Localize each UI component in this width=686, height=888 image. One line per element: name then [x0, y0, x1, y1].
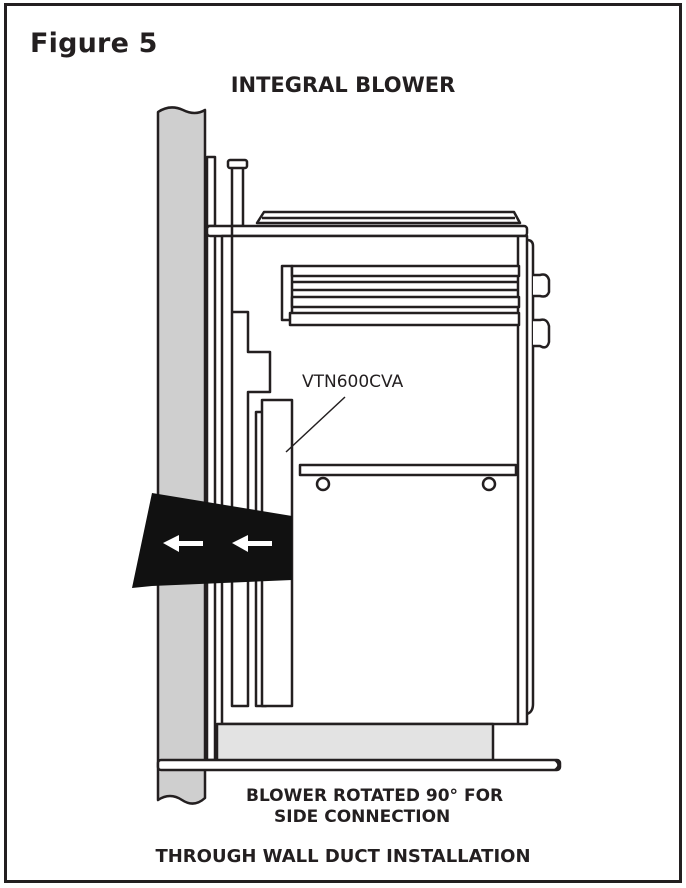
figure-label: Figure 5	[30, 28, 158, 59]
airflow-arrow-icon	[163, 535, 203, 552]
diagram-title: INTEGRAL BLOWER	[230, 73, 456, 97]
floor	[156, 758, 562, 772]
wall	[156, 106, 207, 805]
blower-rail	[298, 463, 518, 477]
rail-wheel	[481, 476, 497, 492]
wall-duct	[132, 493, 292, 588]
airflow-arrows	[163, 535, 272, 552]
base-block	[215, 722, 495, 766]
model-label: VTN600CVA	[302, 372, 404, 392]
airflow-arrow-icon	[232, 535, 272, 552]
caption-line-2: SIDE CONNECTION	[274, 807, 451, 827]
mounting-bracket	[205, 155, 217, 228]
flue-pipe	[230, 164, 245, 228]
control-knob	[533, 273, 551, 349]
burner-assembly	[280, 264, 294, 322]
flue-cap	[226, 158, 249, 170]
inner-panel	[230, 224, 272, 708]
caption-line-1: BLOWER ROTATED 90° FOR	[246, 786, 504, 806]
top-plate	[205, 224, 529, 238]
callout-leader	[285, 396, 346, 453]
caption-bottom: THROUGH WALL DUCT INSTALLATION	[155, 846, 531, 867]
rail-wheel	[315, 476, 331, 492]
